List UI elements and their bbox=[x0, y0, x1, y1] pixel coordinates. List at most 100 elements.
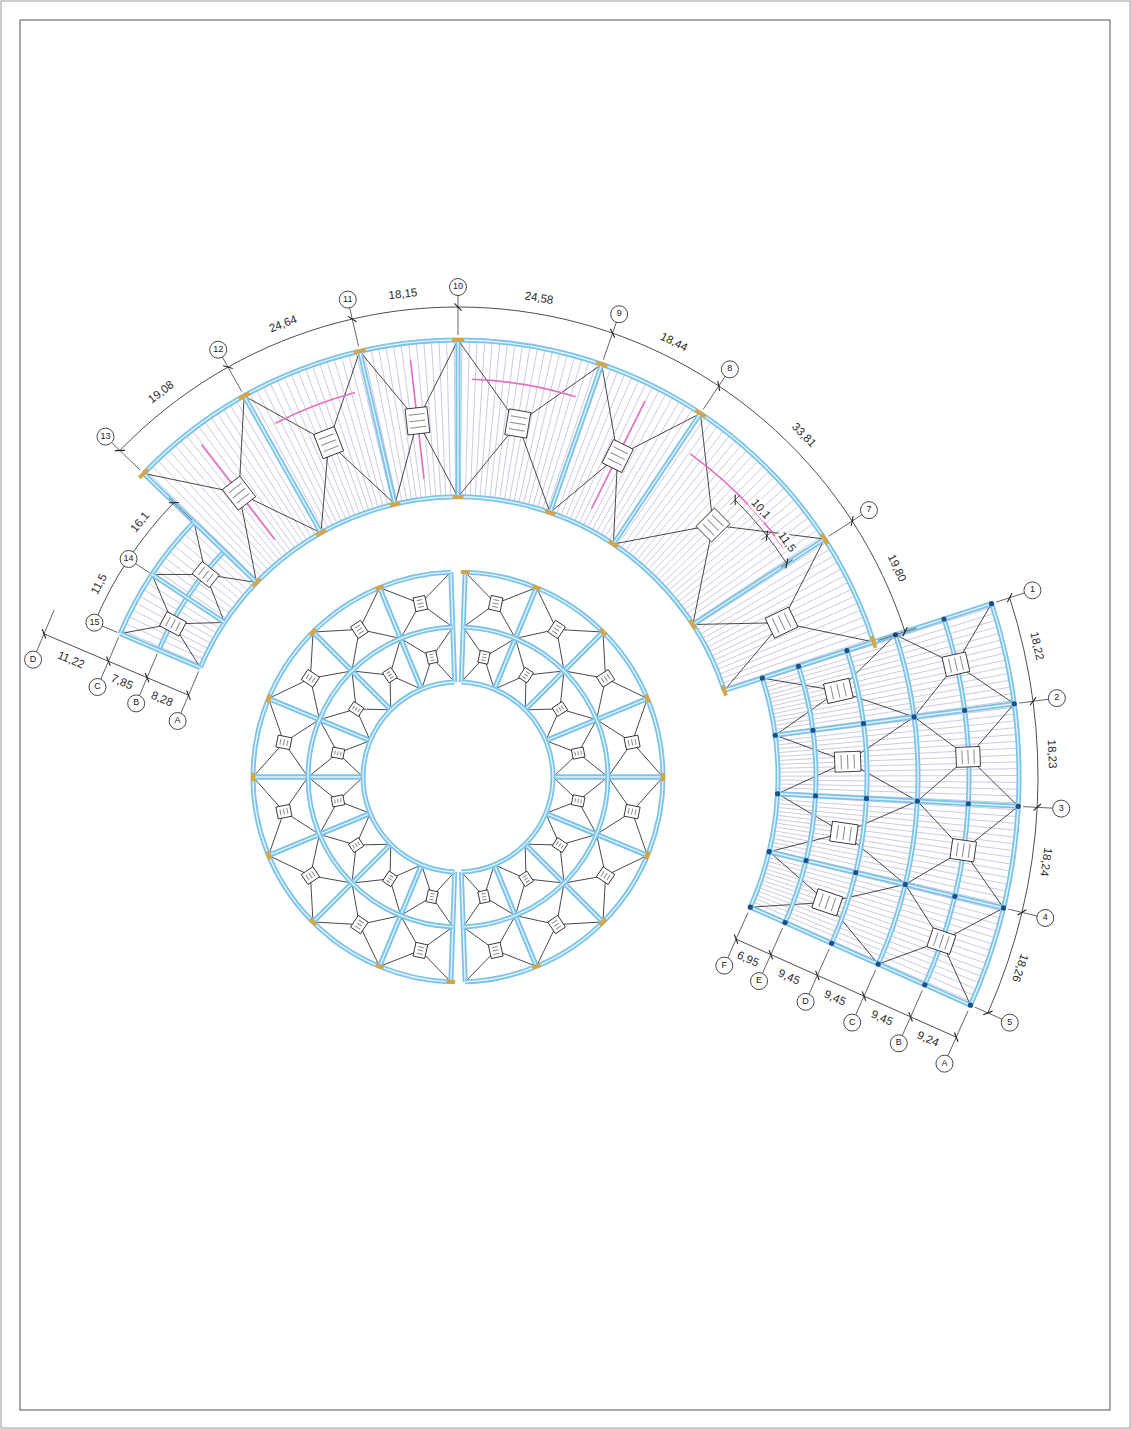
drop-panel-note bbox=[524, 878, 527, 880]
drop-panel-note bbox=[607, 674, 610, 679]
beam-core bbox=[775, 704, 1014, 735]
beam-core bbox=[144, 340, 874, 642]
dimension-group bbox=[36, 295, 1053, 1056]
hatch-line bbox=[447, 340, 451, 497]
grid-label: B bbox=[896, 1038, 902, 1048]
column-marker bbox=[661, 773, 665, 782]
dimension-text: 16,1 bbox=[127, 508, 152, 535]
drop-panel-note bbox=[358, 842, 360, 845]
drop-panel-note bbox=[526, 672, 529, 674]
drop-panel-note bbox=[321, 440, 336, 446]
grid-bubble bbox=[721, 361, 738, 378]
drop-panel bbox=[301, 670, 319, 688]
dimension-tick bbox=[454, 303, 461, 310]
drop-panel bbox=[823, 678, 853, 703]
drop-panel bbox=[950, 839, 977, 862]
drop-panel-box bbox=[351, 620, 369, 638]
beam bbox=[750, 678, 778, 907]
column-dot bbox=[903, 882, 908, 887]
column-marker bbox=[453, 495, 464, 499]
extension-line bbox=[169, 498, 192, 520]
drop-panel-note bbox=[390, 677, 393, 679]
drop-panel-note bbox=[198, 567, 204, 575]
hatch-line bbox=[230, 404, 312, 538]
dimension-text: 9,24 bbox=[914, 1028, 941, 1049]
drop-panel-note bbox=[280, 809, 281, 815]
beam bbox=[461, 682, 553, 872]
drop-panel-note bbox=[334, 800, 336, 804]
drop-panel bbox=[956, 746, 981, 767]
slab-line-group bbox=[120, 340, 1018, 1005]
drop-panel-box bbox=[301, 670, 319, 688]
drop-panel-note bbox=[831, 898, 836, 911]
drop-panel-box bbox=[834, 751, 861, 772]
grid-bubble bbox=[890, 1035, 907, 1052]
dimension-line bbox=[44, 634, 189, 695]
hatch-line bbox=[249, 393, 324, 531]
dimension-line bbox=[94, 503, 173, 623]
drop-panel-box bbox=[765, 607, 798, 638]
grid-bubble bbox=[797, 993, 814, 1010]
drop-panel bbox=[382, 667, 397, 683]
grid-bubble bbox=[450, 279, 467, 296]
drop-panel bbox=[505, 409, 531, 438]
beam bbox=[120, 634, 200, 668]
dimension-tick bbox=[348, 316, 356, 321]
column-marker bbox=[532, 586, 540, 589]
hatch-line bbox=[574, 379, 639, 522]
beam-core bbox=[463, 627, 608, 927]
drop-panel-note bbox=[523, 875, 526, 877]
drop-panel-note bbox=[556, 709, 558, 712]
drop-panel-group bbox=[160, 407, 981, 959]
grid-label: 9 bbox=[617, 309, 622, 319]
drop-panel-note bbox=[306, 875, 309, 880]
grid-bubble bbox=[89, 678, 106, 695]
grid-label: 10 bbox=[453, 282, 463, 292]
accent-line bbox=[472, 379, 576, 397]
column-marker bbox=[239, 393, 250, 399]
dimension-text: 24,58 bbox=[523, 289, 555, 307]
column-marker bbox=[821, 534, 828, 544]
column-marker bbox=[545, 511, 555, 515]
drop-panel-note bbox=[418, 606, 424, 607]
drop-panel-note bbox=[635, 809, 636, 815]
drop-panel-note bbox=[561, 845, 563, 848]
beam-core bbox=[613, 413, 700, 544]
beam bbox=[693, 539, 825, 625]
drop-panel bbox=[488, 942, 503, 958]
grid-bubble bbox=[169, 712, 186, 729]
drop-panel-note bbox=[843, 683, 846, 697]
accent-line bbox=[201, 444, 274, 539]
extension-line bbox=[829, 514, 863, 536]
drop-panel-note bbox=[334, 751, 336, 755]
drop-panel-note bbox=[961, 750, 963, 764]
drop-panel-note bbox=[945, 936, 950, 949]
drop-panel-box bbox=[160, 612, 187, 637]
drop-panel bbox=[548, 620, 566, 638]
drop-panel-note bbox=[778, 615, 785, 629]
drop-panel-note bbox=[237, 493, 250, 503]
dimension-tick bbox=[954, 1032, 958, 1041]
column-marker bbox=[600, 629, 606, 635]
hatch-line bbox=[504, 346, 530, 501]
grid-label: C bbox=[94, 682, 101, 692]
drop-panel-note bbox=[556, 842, 558, 845]
drop-panel-note bbox=[176, 622, 181, 631]
drop-panel-note bbox=[956, 842, 958, 856]
drop-panel-note bbox=[481, 893, 485, 895]
grid-bubble bbox=[97, 428, 114, 445]
drop-panel-note bbox=[837, 825, 839, 839]
beam-core bbox=[363, 682, 455, 872]
column-marker bbox=[267, 851, 270, 859]
drop-panel-note bbox=[853, 754, 855, 768]
column-marker-group bbox=[139, 340, 1020, 1008]
hatch-line bbox=[431, 341, 441, 498]
dimension-text: 11,5 bbox=[87, 571, 109, 598]
drop-panel-note bbox=[574, 798, 576, 802]
grid-label: 15 bbox=[89, 618, 99, 628]
drop-panel-note bbox=[166, 617, 171, 626]
hatch-line bbox=[617, 417, 706, 546]
beam bbox=[144, 340, 874, 642]
drop-panel-note bbox=[493, 950, 499, 951]
drop-panel-note bbox=[482, 896, 486, 898]
